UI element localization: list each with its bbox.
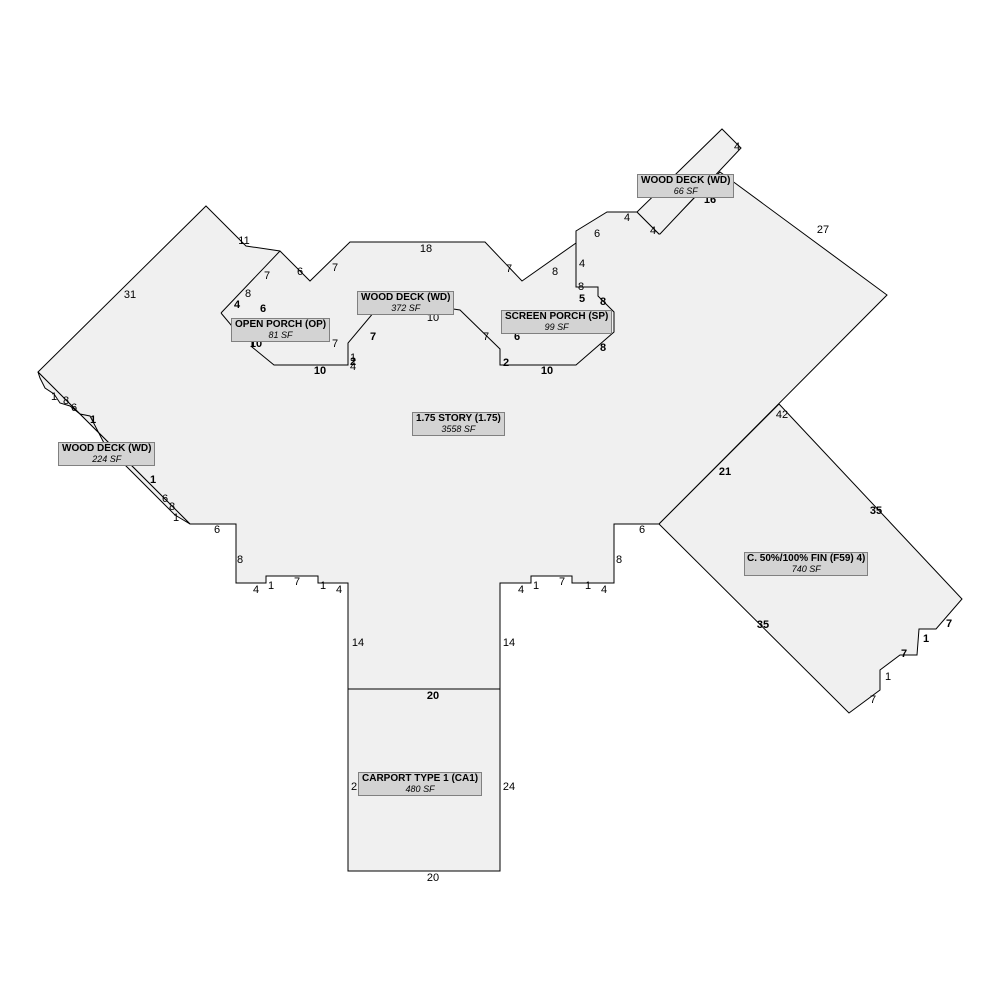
dim-label: 6 <box>260 303 266 315</box>
dim-label: 14 <box>352 637 364 649</box>
dim-label: 20 <box>427 872 439 884</box>
dim-label: 2 <box>350 356 356 368</box>
area-name: SCREEN PORCH (SP) <box>505 311 609 322</box>
dim-label: 1 <box>533 580 539 592</box>
dim-label: 4 <box>650 225 656 237</box>
dim-label: 4 <box>579 258 585 270</box>
area-label-wood-deck-center: WOOD DECK (WD) 372 SF <box>357 291 455 315</box>
area-sf: 224 SF <box>92 454 122 464</box>
area-sf: 99 SF <box>544 322 569 332</box>
dim-label: 6 <box>162 493 168 505</box>
dim-label: 8 <box>552 266 558 278</box>
area-name: WOOD DECK (WD) <box>361 292 451 303</box>
dim-label: 8 <box>245 288 251 300</box>
area-label-wood-deck-top: WOOD DECK (WD) 66 SF <box>637 174 735 198</box>
area-name: 50%/100% FIN (F59) <box>759 553 854 564</box>
dim-label: 21 <box>719 466 731 478</box>
area-name: OPEN PORCH (OP) <box>235 319 327 330</box>
dimension-labels: 31 11 6 7 7 18 7 8 4 8 5 8 8 10 2 6 7 6 … <box>51 141 952 884</box>
dim-label: 35 <box>870 505 882 517</box>
dim-label: 20 <box>427 690 439 702</box>
dim-label: 7 <box>901 648 907 660</box>
dim-label: 7 <box>559 576 565 588</box>
area-sf: 66 SF <box>673 186 698 196</box>
dim-label: 8 <box>63 395 69 407</box>
dim-label: 7 <box>483 331 489 343</box>
dim-label: 6 <box>214 524 220 536</box>
area-sf: 3558 SF <box>441 424 476 434</box>
area-name: 1.75 STORY (1.75) <box>416 413 501 424</box>
dim-label: 11 <box>238 235 249 247</box>
dim-label: 2 <box>351 781 357 793</box>
dim-label: 1 <box>90 414 96 426</box>
dim-label: 27 <box>817 224 829 236</box>
dim-label: 2 <box>503 357 509 369</box>
dim-label: 24 <box>503 781 515 793</box>
area-label-wood-deck-left: WOOD DECK (WD) 224 SF <box>58 442 156 466</box>
dim-label: 31 <box>124 289 136 301</box>
area-label-main-story: 1.75 STORY (1.75) 3558 SF <box>412 412 505 436</box>
area-sf: 81 SF <box>268 330 293 340</box>
dim-label: 35 <box>757 619 769 631</box>
area-name: WOOD DECK (WD) <box>641 175 731 186</box>
dim-label: 1 <box>320 580 326 592</box>
area-label-screen-porch: SCREEN PORCH (SP) 99 SF <box>501 310 613 334</box>
area-prefix: C. <box>747 553 757 564</box>
dim-label: 6 <box>71 402 77 414</box>
dim-label: 8 <box>578 281 584 293</box>
dim-label: 7 <box>870 694 876 706</box>
area-name: WOOD DECK (WD) <box>62 443 152 454</box>
dim-label: 4 <box>624 212 630 224</box>
area-name: CARPORT TYPE 1 (CA1) <box>362 773 479 784</box>
area-label-fin: C. 50%/100% FIN (F59) 4) 740 SF <box>744 552 869 576</box>
area-label-carport: CARPORT TYPE 1 (CA1) 480 SF <box>358 772 483 796</box>
area-label-open-porch: OPEN PORCH (OP) 81 SF <box>231 318 331 342</box>
dim-label: 4 <box>253 584 259 596</box>
dim-label: 6 <box>297 266 303 278</box>
area-sf: 740 SF <box>791 564 821 574</box>
dim-label: 1 <box>350 352 356 364</box>
dim-label: 8 <box>616 554 622 566</box>
dim-label: 4 <box>350 361 356 373</box>
dim-label: 1 <box>268 580 274 592</box>
dim-label: 4 <box>336 584 342 596</box>
dim-label: 5 <box>579 293 585 305</box>
dim-label: 7 <box>332 338 338 350</box>
area-suffix: 4) <box>856 553 866 564</box>
area-sf: 480 SF <box>405 784 435 794</box>
dim-label: 7 <box>332 262 338 274</box>
dim-label: 6 <box>514 331 520 343</box>
dim-label: 18 <box>420 243 432 255</box>
dim-label: 14 <box>503 637 515 649</box>
dim-label: 1 <box>51 391 57 403</box>
dim-label: 4 <box>518 584 524 596</box>
dim-label: 42 <box>776 409 788 421</box>
dim-label: 10 <box>541 365 553 377</box>
area-name-row: C. 50%/100% FIN (F59) 4) <box>747 554 865 564</box>
dim-label: 6 <box>639 524 645 536</box>
dim-label: 8 <box>600 296 606 308</box>
dim-label: 10 <box>314 365 326 377</box>
dim-label: 1 <box>923 633 929 645</box>
dim-label: 7 <box>506 263 512 275</box>
dim-label: 8 <box>600 342 606 354</box>
dim-label: 4 <box>234 299 241 311</box>
dim-label: 1 <box>885 671 891 683</box>
dim-label: 7 <box>370 331 376 343</box>
dim-label: 6 <box>594 228 600 240</box>
dim-label: 4 <box>601 584 607 596</box>
inner-porch-outline <box>220 243 615 366</box>
dim-label: 7 <box>946 618 952 630</box>
dim-label: 4 <box>734 141 740 153</box>
area-sf: 372 SF <box>391 303 421 313</box>
dim-label: 1 <box>585 580 591 592</box>
dim-label: 7 <box>294 576 300 588</box>
dim-label: 7 <box>264 270 270 282</box>
dim-label: 8 <box>169 501 175 513</box>
dim-label: 1 <box>150 474 156 486</box>
dim-label: 8 <box>237 554 243 566</box>
dim-label: 1 <box>173 512 179 524</box>
